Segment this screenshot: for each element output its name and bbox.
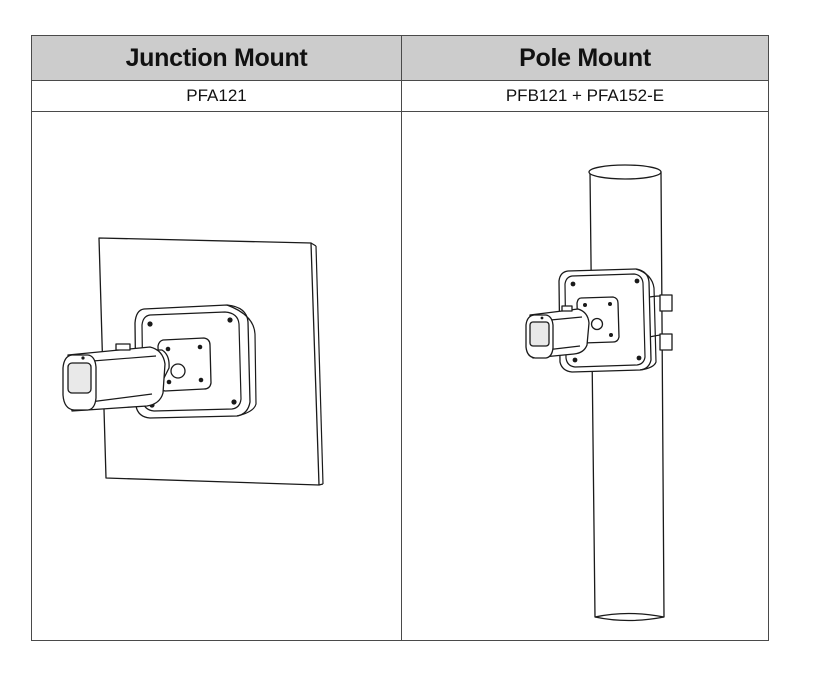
table-header-row: Junction Mount Pole Mount	[32, 36, 768, 81]
header-junction-mount: Junction Mount	[125, 43, 308, 72]
table-model-row: PFA121 PFB121 + PFA152-E	[32, 81, 768, 112]
model-junction-mount: PFA121	[186, 86, 247, 105]
pole	[588, 164, 665, 622]
bullet-camera	[62, 343, 166, 412]
model-pole-mount: PFB121 + PFA152-E	[505, 86, 665, 105]
mount-table: Junction Mount Pole Mount PFA121 PFB121 …	[31, 35, 769, 641]
junction-mount-illustration	[62, 237, 324, 486]
header-pole-mount: Pole Mount	[519, 43, 651, 72]
table-illustration-row	[32, 112, 768, 640]
pole-clamp-bottom	[659, 333, 673, 351]
pole-mount-illustration	[525, 164, 673, 622]
bullet-camera	[525, 305, 590, 359]
pole-clamp-top	[659, 294, 673, 312]
